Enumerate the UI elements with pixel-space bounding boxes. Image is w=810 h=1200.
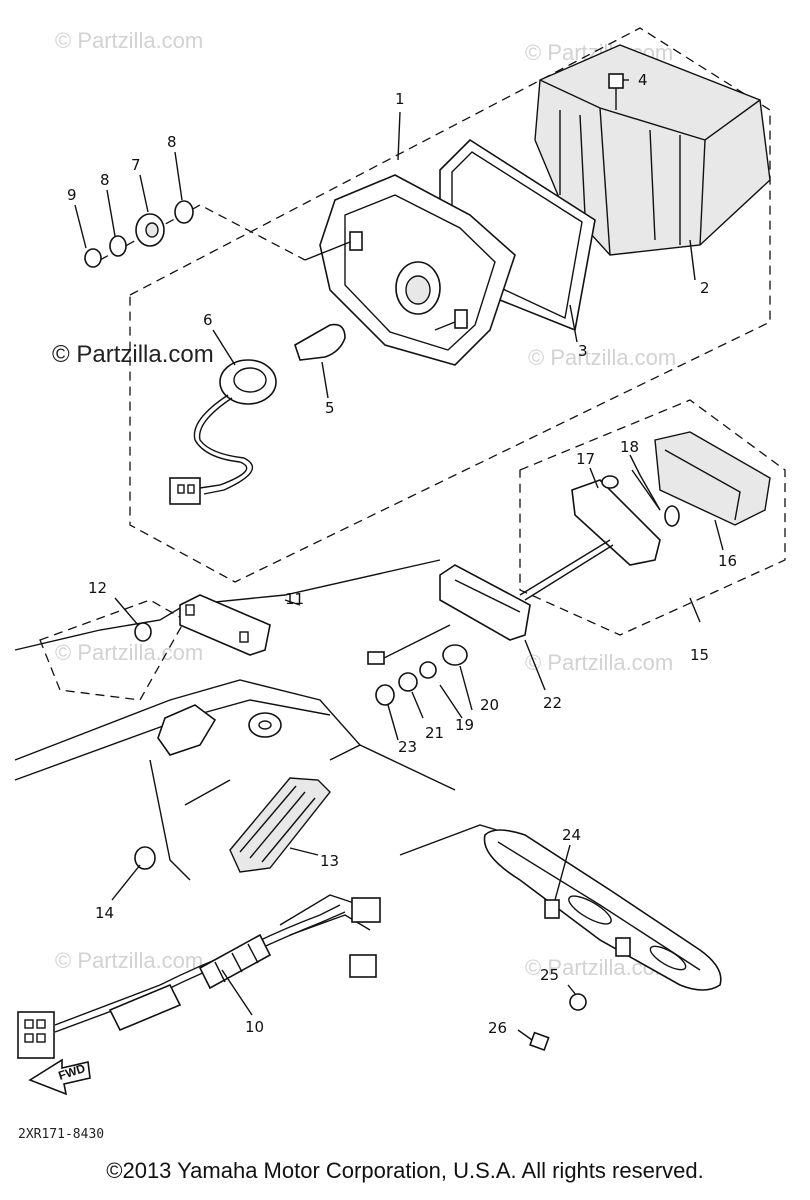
nut-part-26 xyxy=(529,1031,550,1051)
reflector-part-13 xyxy=(229,777,331,873)
callout-3: 3 xyxy=(578,342,588,360)
screw-part-4 xyxy=(608,73,624,110)
watermarks: © Partzilla.com © Partzilla.com © Partzi… xyxy=(52,28,676,980)
watermark: © Partzilla.com xyxy=(55,640,203,665)
assembly-outline-license-light xyxy=(519,399,786,636)
watermark: © Partzilla.com xyxy=(525,650,673,675)
copyright-notice: ©2013 Yamaha Motor Corporation, U.S.A. A… xyxy=(106,1158,704,1183)
license-light-parts-16-17-18 xyxy=(571,431,771,566)
callout-18: 18 xyxy=(620,438,639,456)
nut-part-14 xyxy=(134,846,156,870)
callout-14: 14 xyxy=(95,904,114,922)
fastener-stack-7-8-9 xyxy=(84,200,306,268)
callout-2: 2 xyxy=(700,279,710,297)
callout-1: 1 xyxy=(395,90,405,108)
callout-20: 20 xyxy=(480,696,499,714)
callout-26: 26 xyxy=(488,1019,507,1037)
housing-part-1 xyxy=(304,174,516,366)
callout-24: 24 xyxy=(562,826,581,844)
callout-5: 5 xyxy=(325,399,335,417)
rear-fender-outline xyxy=(14,559,531,881)
callout-17: 17 xyxy=(576,450,595,468)
callout-19: 19 xyxy=(455,716,474,734)
callout-21: 21 xyxy=(425,724,444,742)
bracket-part-22 xyxy=(367,539,614,665)
callout-25: 25 xyxy=(540,966,559,984)
callout-15: 15 xyxy=(690,646,709,664)
callout-6: 6 xyxy=(203,311,213,329)
reflector-bracket-part-11 xyxy=(179,594,271,656)
socket-part-6 xyxy=(169,359,277,505)
nut-part-12 xyxy=(134,622,152,642)
assembly-outline-taillight xyxy=(129,27,771,583)
plate-bracket-part-24 xyxy=(483,829,722,991)
callout-8a: 8 xyxy=(167,133,177,151)
callout-23: 23 xyxy=(398,738,417,756)
forward-arrow-icon: FWD xyxy=(28,1058,91,1096)
callout-4: 4 xyxy=(638,71,648,89)
callout-9: 9 xyxy=(67,186,77,204)
callout-22: 22 xyxy=(543,694,562,712)
bulb-part-5 xyxy=(294,323,346,361)
callout-13: 13 xyxy=(320,852,339,870)
leader-lines xyxy=(74,79,724,1041)
callout-numbers: 1 2 3 4 5 6 7 8 8 9 10 11 12 13 14 15 16… xyxy=(67,71,737,1037)
watermark: © Partzilla.com xyxy=(55,28,203,53)
watermark: © Partzilla.com xyxy=(55,948,203,973)
watermark-bold: © Partzilla.com xyxy=(52,341,214,368)
lens-part-2 xyxy=(534,44,771,256)
callout-8b: 8 xyxy=(100,171,110,189)
watermark: © Partzilla.com xyxy=(528,345,676,370)
callout-10: 10 xyxy=(245,1018,264,1036)
callout-11: 11 xyxy=(285,590,304,608)
harness-part-10 xyxy=(17,894,381,1059)
nut-part-25 xyxy=(569,993,587,1011)
callout-7: 7 xyxy=(131,156,141,174)
fastener-parts-19-20-21-23 xyxy=(375,644,468,706)
callout-16: 16 xyxy=(718,552,737,570)
diagram-code: 2XR171-8430 xyxy=(18,1127,104,1142)
callout-12: 12 xyxy=(88,579,107,597)
